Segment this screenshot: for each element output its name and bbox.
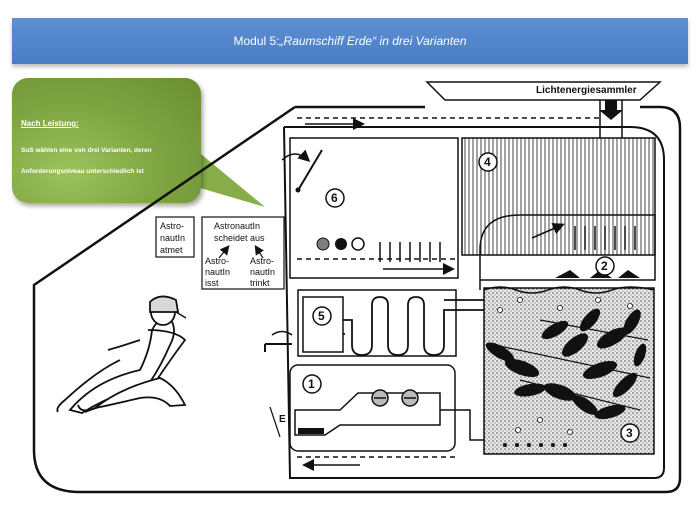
astronaut-figure (56, 295, 187, 414)
callout-text: SuS wählen eine von drei Varianten, dere… (21, 147, 152, 175)
svg-text:nautIn: nautIn (160, 233, 185, 243)
ship-inner-wall (283, 126, 665, 479)
collector-label: Lichtenergiesammler (536, 85, 637, 96)
svg-text:trinkt: trinkt (250, 278, 270, 288)
light-collector (425, 81, 662, 101)
svg-text:1: 1 (308, 377, 315, 391)
svg-text:Astro-: Astro- (205, 256, 229, 266)
info-callout: Nach Leistung: SuS wählen eine von drei … (12, 78, 201, 203)
svg-text:Astro-: Astro- (250, 256, 274, 266)
callout-title: Nach Leistung: (21, 119, 79, 128)
ship-hull (32, 105, 682, 494)
svg-text:4: 4 (484, 155, 491, 169)
svg-text:6: 6 (331, 191, 338, 205)
svg-text:AstronautIn: AstronautIn (214, 221, 260, 231)
module-prefix: Modul 5: (233, 34, 280, 48)
svg-text:nautIn: nautIn (205, 267, 230, 277)
svg-text:isst: isst (205, 278, 219, 288)
svg-text:scheidet aus: scheidet aus (214, 233, 265, 243)
svg-text:nautIn: nautIn (250, 267, 275, 277)
module-title: „Raumschiff Erde“ in drei Varianten (279, 34, 467, 48)
svg-text:2: 2 (601, 259, 608, 273)
callout-tail (190, 145, 265, 207)
svg-text:Astro-: Astro- (160, 221, 184, 231)
chamber-6 (289, 137, 459, 279)
svg-text:atmet: atmet (160, 245, 183, 255)
module-title-banner: Modul 5: „Raumschiff Erde“ in drei Varia… (12, 18, 688, 64)
svg-text:3: 3 (626, 426, 633, 440)
svg-text:5: 5 (318, 309, 325, 323)
svg-text:E: E (279, 414, 286, 425)
